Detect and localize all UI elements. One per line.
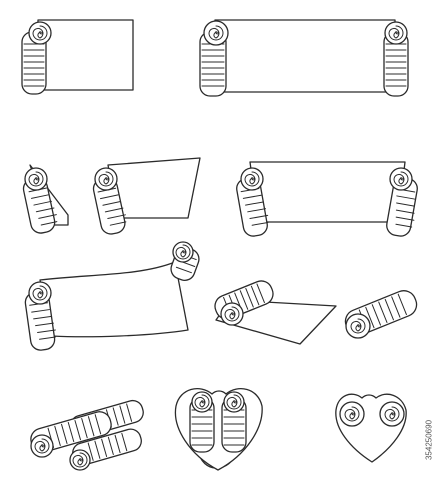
stock-id-text: 354250690 — [424, 419, 434, 461]
scroll-rolled-tube-icon — [344, 290, 418, 339]
stock-id-watermark: 354250690 — [424, 385, 434, 495]
scroll-stack-icon — [30, 399, 144, 471]
scroll-banner-angled-icon — [92, 157, 201, 235]
scroll-single-roll-small-icon — [22, 164, 69, 234]
scroll-banner-double-roll-icon — [199, 19, 409, 97]
scroll-heart-filled-icon — [174, 388, 263, 471]
scroll-banner-curled-icon — [24, 241, 200, 351]
scroll-heart-outline-icon — [335, 393, 407, 463]
scroll-banner-left-roll-icon — [21, 19, 134, 95]
scroll-unrolled-paper-icon — [214, 280, 337, 345]
scroll-banner-double-roll-small-icon — [236, 161, 418, 237]
